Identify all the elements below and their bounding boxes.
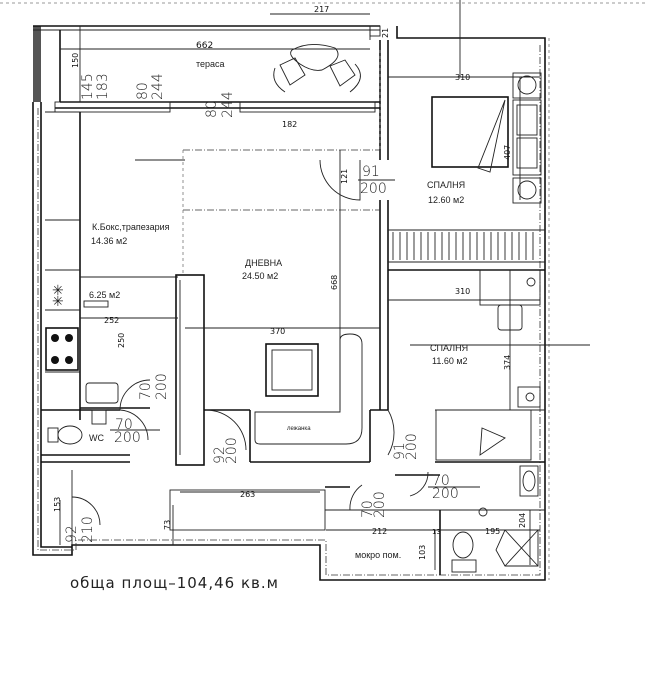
room-label-living: ДНЕВНА	[245, 258, 282, 268]
dim-shower-204: 204	[518, 513, 527, 528]
room-label-kitchen: К.Бокс,трапезария	[92, 222, 170, 232]
outer-walls	[32, 25, 550, 581]
room-label-bathroom: мокро пом.	[355, 550, 401, 560]
dim-bath-door-h: 200	[432, 486, 459, 502]
dim-hall-door-w: 70	[360, 500, 376, 518]
sofa-label: лежанка	[287, 426, 311, 432]
svg-text:✳: ✳	[52, 293, 64, 309]
bed-bedroom1	[431, 72, 542, 204]
dim-entry-door-w: 92	[64, 525, 80, 543]
door-swings	[71, 159, 429, 526]
dim-bed2-door-h: 200	[404, 433, 420, 460]
dim-win2-h: 244	[150, 73, 166, 100]
room-label-terrace: тераса	[196, 59, 225, 69]
living-furniture	[254, 333, 363, 445]
dim-bed1-width: 310	[455, 73, 470, 82]
room-label-wc: WC	[89, 433, 104, 443]
dim-bed2-depth: 374	[503, 355, 512, 370]
dim-wc-door-w: 70	[115, 417, 133, 433]
dim-bed1-depth: 407	[503, 145, 512, 160]
dim-pantry-door-w: 70	[138, 382, 154, 400]
dim-living-door-h: 200	[224, 437, 240, 464]
dim-pantry-door-h: 200	[154, 373, 170, 400]
dim-bath-13: 13	[432, 528, 441, 536]
room-label-bedroom2: СПАЛНЯ	[430, 343, 468, 353]
total-area-label: обща площ–104,46 кв.м	[70, 574, 279, 592]
dim-win2-w: 80	[135, 82, 151, 100]
dim-hall-73: 73	[163, 520, 172, 530]
dim-living-width: 370	[270, 327, 285, 336]
dim-hall-door-h: 200	[372, 491, 388, 518]
dim-182: 182	[282, 120, 297, 129]
dimension-lines	[59, 0, 590, 570]
dim-pantry-d: 250	[117, 333, 126, 348]
room-area-living: 24.50 м2	[242, 271, 278, 281]
dim-bath-195: 195	[485, 527, 500, 536]
room-label-bedroom1: СПАЛНЯ	[427, 180, 465, 190]
dim-terrace-width: 662	[196, 41, 213, 51]
wc-fixtures	[47, 409, 107, 445]
room-area-bedroom1: 12.60 м2	[428, 195, 464, 205]
dim-bed2-door-w: 91	[392, 442, 408, 460]
svg-text:✳: ✳	[52, 282, 64, 298]
dim-121: 121	[340, 169, 349, 184]
room-area-kitchen: 14.36 м2	[91, 236, 127, 246]
dim-bed2-width: 310	[455, 287, 470, 296]
dim-living-depth: 668	[330, 275, 339, 290]
dim-entry-153: 153	[53, 497, 62, 512]
dim-bath-212: 212	[372, 527, 387, 536]
dim-terrace-depth: 150	[71, 53, 80, 68]
dim-top-21: 21	[381, 28, 390, 38]
kitchen-appliances: ✳ ✳	[45, 282, 119, 404]
dim-bed1-door-w: 91	[362, 164, 380, 180]
dim-win1-h: 183	[95, 73, 111, 100]
dim-win1-w: 145	[80, 73, 96, 100]
dim-bath-door-w: 70	[432, 473, 450, 489]
dim-win3-h: 244	[220, 91, 236, 118]
dim-win3-w: 80	[204, 100, 220, 118]
dim-top-217: 217	[314, 5, 329, 14]
dim-entry-door-h: 210	[80, 516, 96, 543]
room-area-bedroom2: 11.60 м2	[432, 356, 468, 366]
dim-wc-door-h: 200	[114, 430, 141, 446]
dim-hall-263: 263	[240, 490, 255, 499]
room-area-pantry: 6.25 м2	[89, 290, 120, 300]
dim-bath-103: 103	[418, 545, 427, 560]
dim-living-door-w: 92	[212, 446, 228, 464]
dim-bed1-door-h: 200	[360, 181, 387, 197]
dim-pantry-w: 252	[104, 316, 119, 325]
